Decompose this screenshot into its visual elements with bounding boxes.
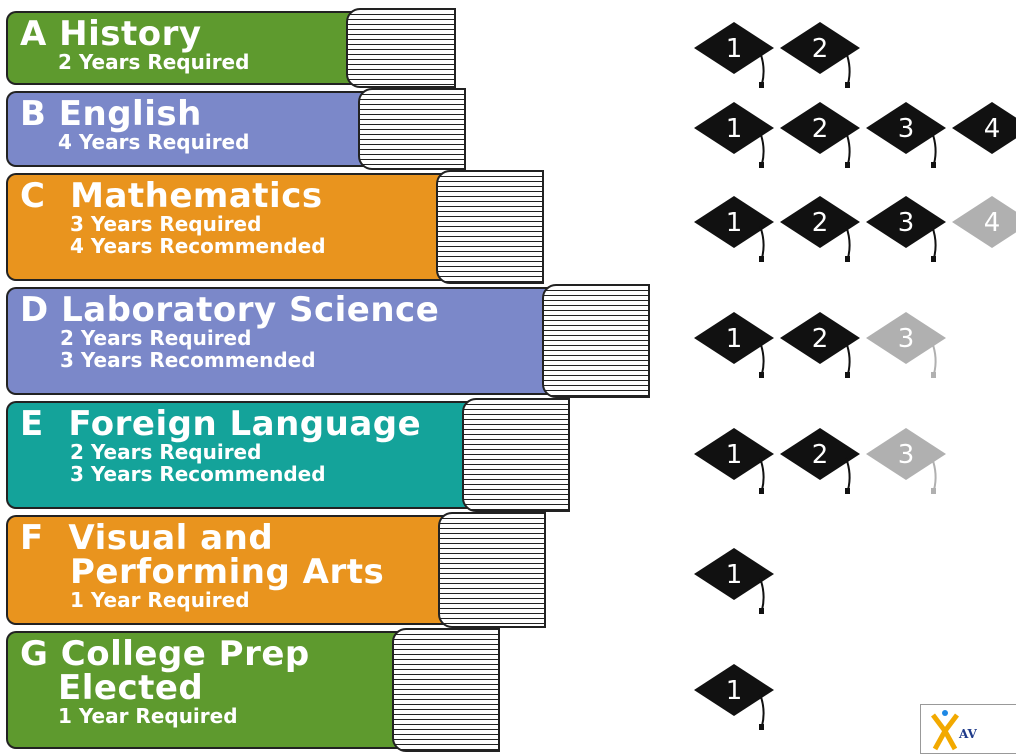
subject-title: Foreign Language xyxy=(68,404,422,444)
graduation-cap-icon: 3 xyxy=(866,196,946,262)
cap-number: 1 xyxy=(726,34,743,64)
cap-number: 4 xyxy=(984,208,1001,238)
subject-letter: G xyxy=(20,634,49,674)
subject-letter: B xyxy=(20,94,47,134)
cap-number: 1 xyxy=(726,114,743,144)
subject-note: 1 Year Required xyxy=(58,704,238,728)
subject-note: 2 Years Required xyxy=(70,440,262,464)
book-pages xyxy=(392,628,500,752)
subject-title: Mathematics xyxy=(70,176,323,216)
subject-letter: D xyxy=(20,290,49,330)
cap-number: 2 xyxy=(812,34,829,64)
subject-title-line2: Elected xyxy=(58,668,204,708)
book-pages xyxy=(436,170,544,284)
cap-number: 2 xyxy=(812,440,829,470)
subject-note: 2 Years Required xyxy=(60,326,252,350)
cap-number: 3 xyxy=(898,208,915,238)
graduation-cap-icon: 1 xyxy=(694,548,774,614)
book-pages xyxy=(462,398,570,512)
subject-title: Laboratory Science xyxy=(61,290,440,330)
subject-note: 3 Years Recommended xyxy=(60,348,316,372)
graduation-cap-icon: 1 xyxy=(694,196,774,262)
spine-english: B English 4 Years Required xyxy=(6,91,368,167)
subject-title: History xyxy=(59,14,202,54)
cap-number: 3 xyxy=(898,324,915,354)
graduation-cap-icon: 4 xyxy=(952,196,1016,248)
cap-number: 1 xyxy=(726,560,743,590)
graduation-cap-icon: 2 xyxy=(780,102,860,168)
book-english: B English 4 Years Required xyxy=(0,88,470,170)
graduation-cap-icon: 2 xyxy=(780,22,860,88)
subject-title: College Prep xyxy=(60,634,310,674)
logo-text: AV xyxy=(959,727,977,741)
cap-number: 1 xyxy=(726,676,743,706)
cap-number: 1 xyxy=(726,440,743,470)
spine-foreign-language: E Foreign Language 2 Years Required 3 Ye… xyxy=(6,401,472,509)
subject-note: 2 Years Required xyxy=(58,50,250,74)
spine-laboratory-science: D Laboratory Science 2 Years Required 3 … xyxy=(6,287,552,395)
subject-title-line2: Performing Arts xyxy=(70,552,385,592)
subject-letter: E xyxy=(20,404,44,444)
book-history: A History 2 Years Required xyxy=(0,8,460,88)
star-person-icon xyxy=(931,710,959,751)
cap-number: 3 xyxy=(898,440,915,470)
graduation-cap-icon: 1 xyxy=(694,312,774,378)
cap-number: 2 xyxy=(812,324,829,354)
subject-note: 3 Years Recommended xyxy=(70,462,326,486)
book-pages xyxy=(438,512,546,628)
graduation-cap-icon: 4 xyxy=(952,102,1016,154)
subject-note: 4 Years Recommended xyxy=(70,234,326,258)
cap-number: 2 xyxy=(812,208,829,238)
cap-number: 2 xyxy=(812,114,829,144)
book-mathematics: C Mathematics 3 Years Required 4 Years R… xyxy=(0,170,548,284)
subject-letter: A xyxy=(20,14,47,54)
graduation-cap-icon: 1 xyxy=(694,22,774,88)
book-foreign-language: E Foreign Language 2 Years Required 3 Ye… xyxy=(0,398,574,512)
spine-history: A History 2 Years Required xyxy=(6,11,356,85)
graduation-cap-icon: 2 xyxy=(780,196,860,262)
subject-letter: F xyxy=(20,518,44,558)
graduation-cap-icon: 2 xyxy=(780,312,860,378)
book-college-prep-elected: G College Prep Elected 1 Year Required xyxy=(0,628,504,752)
graduation-cap-icon: 2 xyxy=(780,428,860,494)
avid-logo: AV xyxy=(920,704,1016,754)
graduation-cap-icon: 1 xyxy=(694,664,774,730)
book-pages xyxy=(346,8,456,88)
subject-note: 1 Year Required xyxy=(70,588,250,612)
graduation-cap-icon: 1 xyxy=(694,428,774,494)
subject-title: Visual and xyxy=(68,518,274,558)
cap-number: 1 xyxy=(726,324,743,354)
cap-number: 4 xyxy=(984,114,1001,144)
spine-college-prep-elected: G College Prep Elected 1 Year Required xyxy=(6,631,402,749)
graduation-cap-icon: 3 xyxy=(866,102,946,168)
book-pages xyxy=(542,284,650,398)
subject-letter: C xyxy=(20,176,46,216)
graduation-cap-icon: 3 xyxy=(866,428,946,494)
book-visual-performing-arts: F Visual and Performing Arts 1 Year Requ… xyxy=(0,512,550,628)
book-laboratory-science: D Laboratory Science 2 Years Required 3 … xyxy=(0,284,654,398)
subject-title: English xyxy=(58,94,202,134)
graduation-cap-icon: 3 xyxy=(866,312,946,378)
subject-note: 4 Years Required xyxy=(58,130,250,154)
cap-number: 1 xyxy=(726,208,743,238)
cap-number: 3 xyxy=(898,114,915,144)
spine-mathematics: C Mathematics 3 Years Required 4 Years R… xyxy=(6,173,446,281)
spine-visual-performing-arts: F Visual and Performing Arts 1 Year Requ… xyxy=(6,515,448,625)
graduation-cap-icon: 1 xyxy=(694,102,774,168)
subject-note: 3 Years Required xyxy=(70,212,262,236)
book-pages xyxy=(358,88,466,170)
